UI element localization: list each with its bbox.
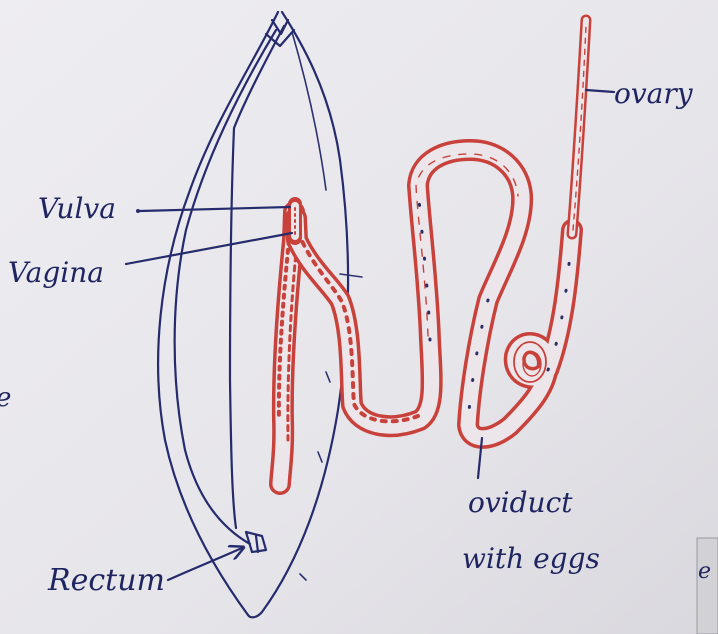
- label-ovary: ovary: [614, 77, 694, 110]
- edge-fragment-right: e: [698, 559, 711, 584]
- label-oviduct-line1: oviduct: [468, 486, 573, 519]
- edge-fragment-left: e: [0, 383, 11, 413]
- label-vulva: Vulva: [38, 192, 116, 225]
- edge-object: [697, 538, 718, 634]
- label-oviduct-line2: with eggs: [462, 542, 600, 575]
- label-vagina: Vagina: [8, 256, 104, 289]
- label-rectum: Rectum: [47, 563, 165, 598]
- vulva-pointer-dot: [136, 209, 140, 213]
